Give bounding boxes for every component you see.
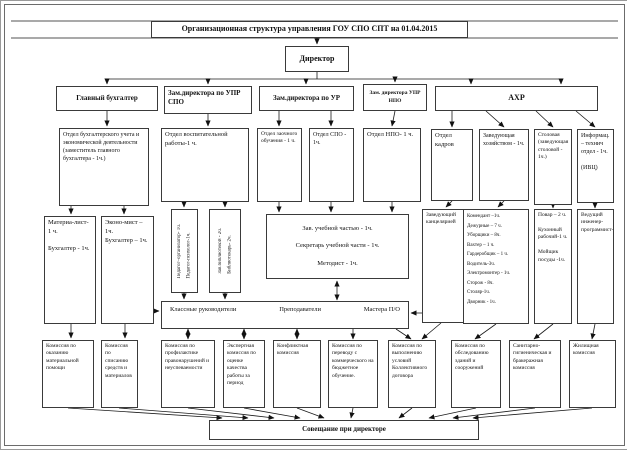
node-npo-dept: Отдел НПО- 1 ч. <box>363 128 421 202</box>
node-correspondence-dept: Отдел заочного обучения - 1 ч. <box>257 128 302 202</box>
node-spo-dept: Отдел СПО - 1ч. <box>309 128 354 202</box>
commission-housing: Жилищная комиссия <box>569 340 616 408</box>
node-study-part: Зав. учебной частью - 1ч. Секретарь учеб… <box>266 214 409 279</box>
node-economist: Эконо-мист – 1ч. Бухгалтер – 1ч. <box>101 216 154 324</box>
commission-transfer: Комиссия по переводу с коммерческого на … <box>328 340 378 408</box>
staff-bar-class-leaders: Классные руководители <box>170 306 237 313</box>
node-chief-accountant: Главный бухгалтер <box>56 86 158 111</box>
node-household-head: Заведующая хозяйством - 1ч. <box>479 129 529 201</box>
node-deputy-upr-npo: Зам. директора УПР НПО <box>363 84 427 111</box>
node-deputy-upr-spo: Зам.директора по УПР СПО <box>164 86 252 114</box>
commission-expert: Экспертная комиссия по оценке качества р… <box>223 340 265 408</box>
commission-conflict: Конфликтная комиссия <box>273 340 321 408</box>
commission-buildings: Комиссия по обследованию зданий и сооруж… <box>451 340 501 408</box>
node-canteen: Столовая (заведующая столовой - 1ч.) <box>534 129 572 205</box>
node-engineer: Ведущий инженер-программист-1ч. <box>577 209 614 324</box>
commission-write-off: Комиссия по списанию средств и материало… <box>101 340 138 408</box>
commission-prevention: Комиссия по профилактике правонарушений … <box>161 340 215 408</box>
node-library-label: Зав.библиотекой - 2ч. Библиотекарь- 2ч. <box>217 228 233 274</box>
page-frame <box>4 4 625 446</box>
node-ahr: АХР <box>435 86 598 111</box>
staff-bar: Классные руководители Преподаватели Маст… <box>161 301 409 329</box>
node-education-work-dept: Отдел воспитательной работы-1 ч. <box>161 128 249 202</box>
node-it-dept: Информац. – технич отдел - 1ч. (ИВЦ) <box>577 129 614 203</box>
node-pedagog: Педагог–организатор- 1ч. Педагог-психоло… <box>171 209 198 293</box>
node-director: Директор <box>285 46 349 72</box>
staff-bar-teachers: Преподаватели <box>279 306 321 313</box>
commission-sanitary: Санитарно-гигиеническая и бракеражная ко… <box>509 340 561 408</box>
commission-material-aid: Комиссия по оказанию материальной помощи <box>42 340 94 408</box>
node-deputy-ur: Зам.директора по УР <box>259 86 354 111</box>
node-commandant: Комендант –1ч. Дежурные – 7 ч. Уборщики … <box>463 209 529 324</box>
node-hr-dept: Отдел кадров <box>431 129 473 201</box>
commission-collective-agreement: Комиссия по выполнению условий Коллектив… <box>388 340 436 408</box>
node-cook: Повар – 2 ч. Кухонный рабочий-1 ч. Мойщи… <box>534 209 572 324</box>
node-pedagog-label: Педагог–организатор- 1ч. Педагог-психоло… <box>177 223 192 279</box>
node-materialist: Материа-лист- 1 ч. Бухгалтер - 1ч. <box>44 216 96 324</box>
chart-title: Организационная структура управления ГОУ… <box>151 21 468 38</box>
meeting-with-director: Совещание при директоре <box>209 420 479 440</box>
node-accounting-dept: Отдел бухгалтерского учета и экономическ… <box>59 128 149 206</box>
node-chancellery: Заведующий канцелярией <box>422 209 468 323</box>
node-library: Зав.библиотекой - 2ч. Библиотекарь- 2ч. <box>209 209 241 293</box>
staff-bar-masters: Мастера П/О <box>363 306 400 313</box>
